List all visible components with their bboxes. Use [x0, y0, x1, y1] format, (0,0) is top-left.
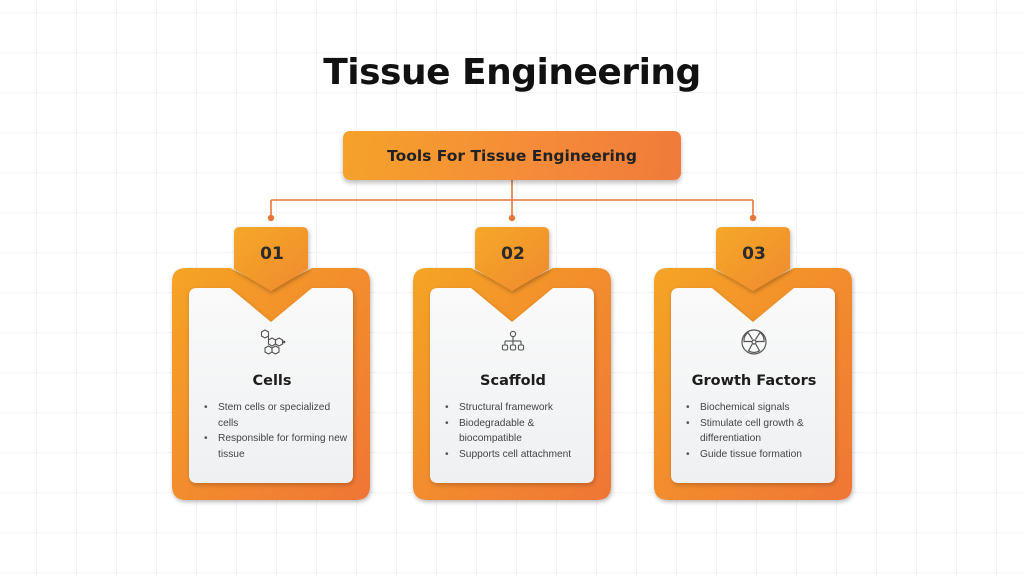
card-number: 02	[501, 244, 525, 264]
bullet-item: Responsible for forming new tissue	[202, 431, 352, 462]
root-node: Tools For Tissue Engineering	[343, 131, 681, 180]
page-title: Tissue Engineering	[323, 52, 701, 93]
bullet-item: Guide tissue formation	[684, 447, 834, 463]
number-badge	[716, 227, 790, 291]
bullet-item: Supports cell attachment	[443, 447, 593, 463]
radiation-symbol-icon	[739, 327, 769, 357]
connector-dot-2	[508, 214, 516, 222]
number-badge	[234, 227, 308, 291]
card-number: 01	[260, 244, 284, 264]
number-badge	[475, 227, 549, 291]
bullet-item: Stimulate cell growth & differentiation	[684, 416, 834, 447]
tool-card-3: 03 Growth Factors Biochemical signalsSti…	[654, 227, 854, 502]
connector-dot-1	[267, 214, 275, 222]
hierarchy-structure-icon	[498, 327, 528, 357]
bullet-item: Stem cells or specialized cells	[202, 400, 352, 431]
molecule-hexagons-icon	[257, 327, 287, 357]
card-title: Scaffold	[480, 373, 546, 389]
bullet-item: Biochemical signals	[684, 400, 834, 416]
card-title: Growth Factors	[691, 373, 817, 389]
root-node-label: Tools For Tissue Engineering	[387, 146, 637, 165]
card-bullet-list: Stem cells or specialized cellsResponsib…	[202, 400, 352, 462]
bullet-item: Structural framework	[443, 400, 593, 416]
card-number: 03	[742, 244, 766, 264]
card-bullet-list: Biochemical signalsStimulate cell growth…	[684, 400, 834, 462]
bullet-item: Biodegradable & biocompatible	[443, 416, 593, 447]
tool-card-2: 02 Scaffold Structural frameworkBiodegra…	[413, 227, 613, 502]
card-bullet-list: Structural frameworkBiodegradable & bioc…	[443, 400, 593, 462]
connector-dot-3	[749, 214, 757, 222]
card-title: Cells	[252, 373, 292, 389]
tool-card-1: 01 Cells Stem cells or specialized cells…	[172, 227, 372, 502]
